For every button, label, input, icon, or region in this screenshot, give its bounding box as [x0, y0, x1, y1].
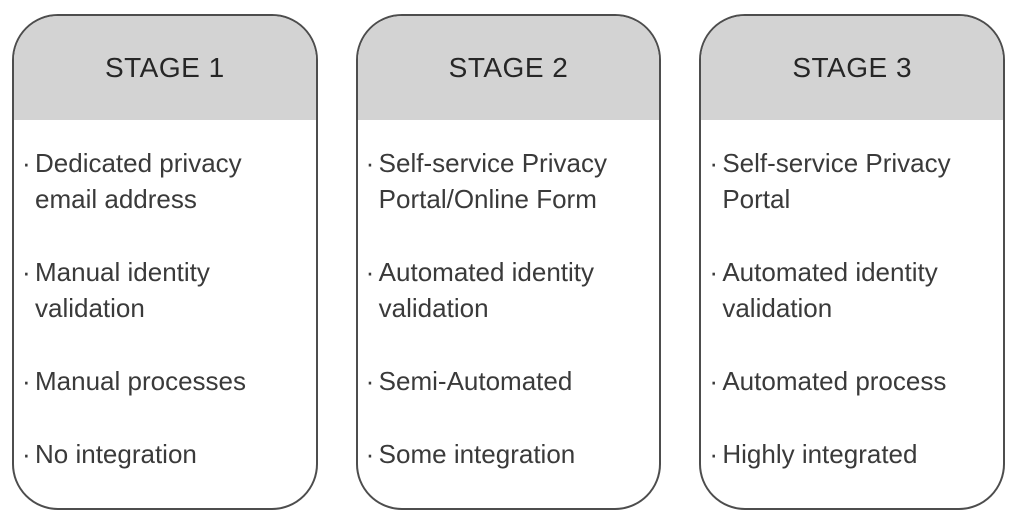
- stage-3-title: STAGE 3: [792, 52, 913, 83]
- stage-3-header: STAGE 3: [701, 16, 1004, 120]
- bullet-icon: ·: [365, 257, 375, 287]
- list-item-text: No integration: [35, 439, 197, 469]
- list-item-text: Highly integrated: [722, 439, 918, 469]
- stage-1-body: · Dedicated privacy email address · Manu…: [14, 120, 316, 508]
- bullet-icon: ·: [709, 148, 719, 178]
- bullet-icon: ·: [365, 148, 375, 178]
- stage-card-3: STAGE 3 · Self-service Privacy Portal · …: [699, 14, 1006, 510]
- list-item-text: Dedicated privacy email address: [35, 148, 242, 214]
- bullet-icon: ·: [365, 366, 375, 396]
- list-item-text: Automated identity validation: [722, 257, 938, 323]
- bullet-icon: ·: [22, 366, 31, 396]
- list-item: · Automated identity validation: [709, 254, 991, 326]
- list-item: · Some integration: [366, 436, 648, 472]
- stage-2-body: · Self-service Privacy Portal/Online For…: [358, 120, 660, 508]
- bullet-icon: ·: [709, 257, 719, 287]
- bullet-icon: ·: [709, 439, 719, 469]
- list-item: · Manual identity validation: [22, 254, 304, 326]
- list-item: · Dedicated privacy email address: [22, 145, 304, 217]
- bullet-icon: ·: [22, 148, 31, 178]
- bullet-icon: ·: [22, 439, 31, 469]
- stage-1-header: STAGE 1: [14, 16, 316, 120]
- bullet-icon: ·: [22, 257, 31, 287]
- list-item-text: Some integration: [378, 439, 576, 469]
- stage-1-title: STAGE 1: [104, 52, 225, 83]
- list-item-text: Manual processes: [35, 366, 246, 396]
- bullet-icon: ·: [709, 366, 719, 396]
- list-item: · No integration: [22, 436, 304, 472]
- list-item-text: Semi-Automated: [378, 366, 573, 396]
- list-item: · Self-service Privacy Portal: [709, 145, 991, 217]
- stage-card-2: STAGE 2 · Self-service Privacy Portal/On…: [355, 14, 662, 510]
- list-item: · Semi-Automated: [366, 363, 648, 399]
- list-item: · Automated identity validation: [366, 254, 648, 326]
- stage-2-header: STAGE 2: [357, 16, 660, 120]
- list-item-text: Self-service Privacy Portal/Online Form: [378, 148, 607, 214]
- list-item-text: Automated identity validation: [378, 257, 595, 323]
- list-item: · Manual processes: [22, 363, 304, 399]
- stage-2-title: STAGE 2: [448, 52, 569, 83]
- list-item: · Self-service Privacy Portal/Online For…: [366, 145, 648, 217]
- list-item: · Automated process: [709, 363, 991, 399]
- list-item: · Highly integrated: [709, 436, 991, 472]
- list-item-text: Self-service Privacy Portal: [722, 148, 951, 214]
- bullet-icon: ·: [365, 439, 375, 469]
- stage-cards-row: STAGE 1 · Dedicated privacy email addres…: [12, 14, 1006, 510]
- stage-3-body: · Self-service Privacy Portal · Automate…: [701, 120, 1003, 508]
- list-item-text: Automated process: [722, 366, 947, 396]
- list-item-text: Manual identity validation: [35, 257, 210, 323]
- stage-card-1: STAGE 1 · Dedicated privacy email addres…: [12, 14, 318, 510]
